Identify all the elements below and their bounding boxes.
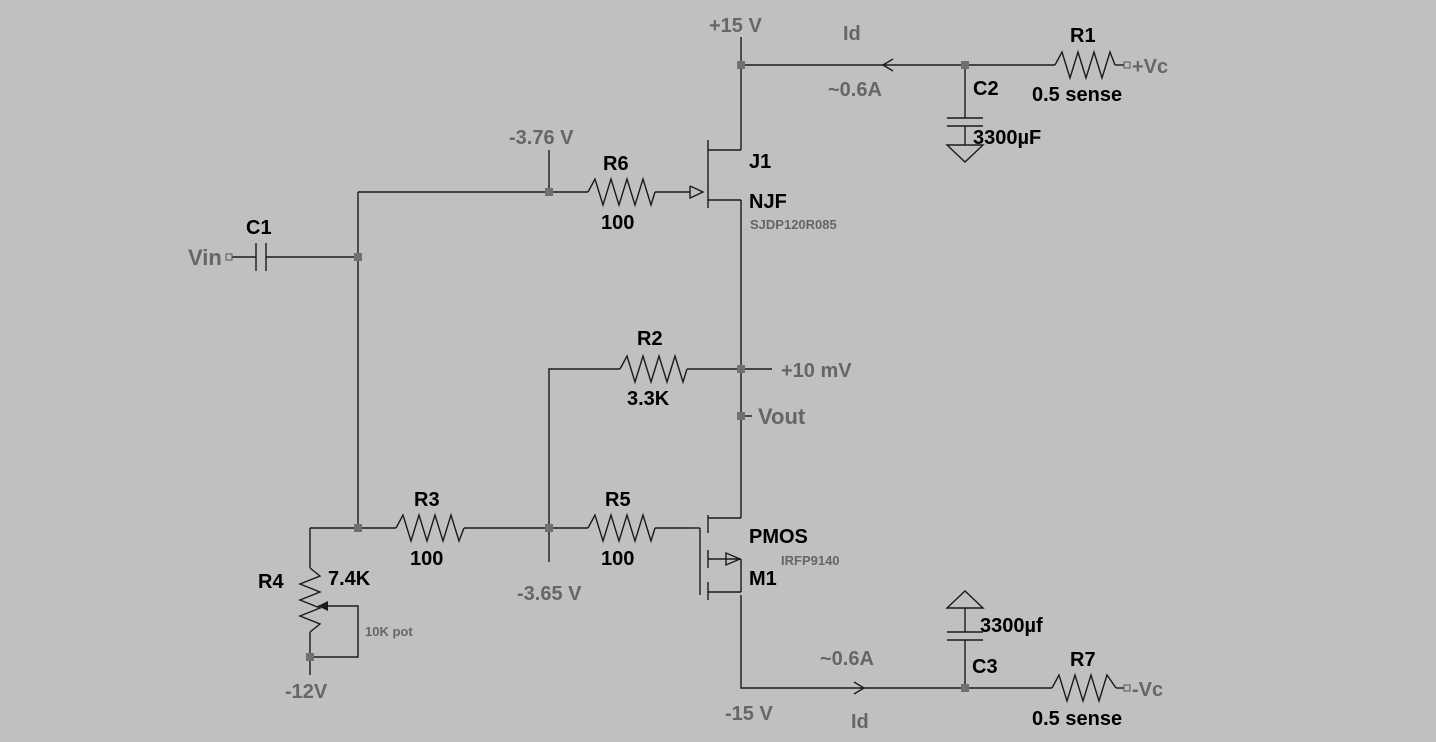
pin-neg-vc <box>1123 684 1131 692</box>
mosfet-m1 <box>690 515 742 600</box>
r4-value: 7.4K <box>328 568 371 590</box>
c3-ref: C3 <box>972 656 998 678</box>
junctions <box>306 61 969 692</box>
pos-rail-label: +15 V <box>709 15 762 37</box>
resistor-r1 <box>1054 49 1116 81</box>
vout-label: Vout <box>758 404 806 429</box>
junction-c3 <box>961 684 969 692</box>
current-arrow-bottom-icon <box>853 681 866 695</box>
r4-ref: R4 <box>258 571 284 593</box>
junction-input <box>354 253 362 261</box>
r4-note: 10K pot <box>365 624 413 639</box>
j1-part: SJDP120R085 <box>750 217 837 232</box>
c3-value: 3300µf <box>980 615 1043 637</box>
c2-ref: C2 <box>973 78 999 100</box>
r6-value: 100 <box>601 212 634 234</box>
r2-value: 3.3K <box>627 388 670 410</box>
r2-ref: R2 <box>637 328 663 350</box>
r1-ref: R1 <box>1070 25 1096 47</box>
wires <box>232 37 1124 689</box>
current-arrow-top-icon <box>881 58 894 72</box>
r6-ref: R6 <box>603 153 629 175</box>
r1-value: 0.5 sense <box>1032 84 1122 106</box>
junction-neg-bias <box>306 653 314 661</box>
resistor-r7 <box>1051 672 1117 704</box>
junction-vout <box>737 412 745 420</box>
c3-ground-icon <box>945 590 985 609</box>
resistor-r2 <box>619 353 688 385</box>
pos-vc-label: +Vc <box>1132 56 1168 78</box>
current-bottom-value: ~0.6A <box>820 648 874 670</box>
resistor-r3 <box>395 512 465 544</box>
m1-ref: M1 <box>749 568 777 590</box>
current-top-label: Id <box>843 23 861 45</box>
current-bottom-label: Id <box>851 711 869 733</box>
junction-c2 <box>961 61 969 69</box>
j1-gate-arrow-icon <box>689 185 705 200</box>
current-top-value: ~0.6A <box>828 79 882 101</box>
junction-gate-j1 <box>545 188 553 196</box>
r7-value: 0.5 sense <box>1032 708 1122 730</box>
r5-ref: R5 <box>605 489 631 511</box>
resistor-r6 <box>587 176 656 208</box>
r7-ref: R7 <box>1070 649 1096 671</box>
pin-pos-vc <box>1123 61 1131 69</box>
c2-ground-icon <box>945 144 985 163</box>
wire-r4-wiper <box>310 605 359 658</box>
potentiometer-r4 <box>298 567 322 633</box>
neg-vc-label: -Vc <box>1132 679 1163 701</box>
j1-ref: J1 <box>749 151 771 173</box>
c2-value: 3300µF <box>973 127 1041 149</box>
neg-rail-label: -15 V <box>725 703 773 725</box>
junction-r3-right <box>545 524 553 532</box>
j1-type: NJF <box>749 191 787 213</box>
r3-value: 100 <box>410 548 443 570</box>
gate-m1-voltage: -3.65 V <box>517 583 582 605</box>
capacitor-c1 <box>255 243 267 271</box>
r3-ref: R3 <box>414 489 440 511</box>
labels: +15 V Id ~0.6A R1 +Vc C2 0.5 sense 3300µ… <box>188 15 1168 733</box>
resistor-r5 <box>587 512 656 544</box>
vin-label: Vin <box>188 245 222 270</box>
junction-output <box>737 365 745 373</box>
output-dc-voltage: +10 mV <box>781 360 852 382</box>
m1-part: IRFP9140 <box>781 553 840 568</box>
c1-ref: C1 <box>246 217 272 239</box>
capacitor-c3 <box>945 590 985 641</box>
r4-wiper-arrow-icon <box>318 601 328 611</box>
pin-vin <box>225 253 233 261</box>
jfet-j1 <box>689 140 742 208</box>
junction-r3-left <box>354 524 362 532</box>
junction-top-rail <box>737 61 745 69</box>
m1-type: PMOS <box>749 526 808 548</box>
capacitor-c2 <box>945 117 985 163</box>
wire-bottom-rail <box>740 595 1052 689</box>
m1-body-arrow-icon <box>725 551 741 567</box>
wire-r2-left <box>548 368 620 528</box>
neg-bias-label: -12V <box>285 681 328 703</box>
gate-j1-voltage: -3.76 V <box>509 127 574 149</box>
r5-value: 100 <box>601 548 634 570</box>
